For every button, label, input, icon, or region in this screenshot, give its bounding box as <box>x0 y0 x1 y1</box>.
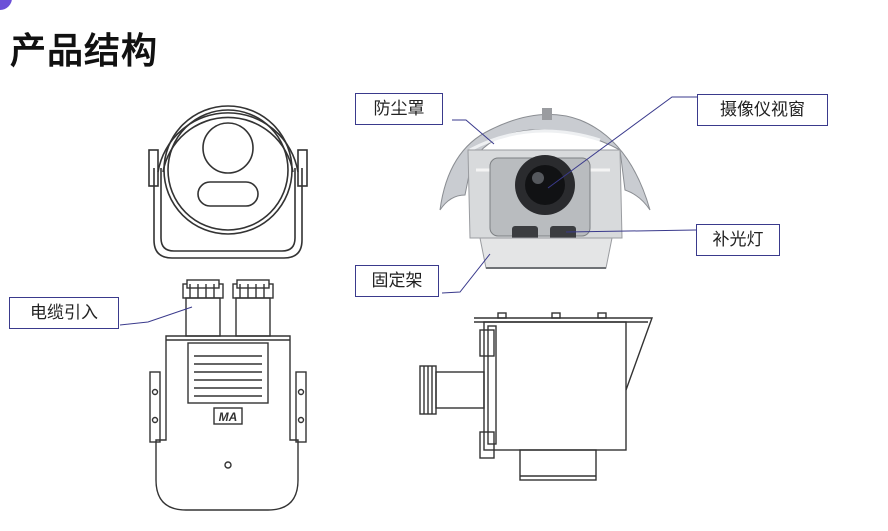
callout-cable-entry: 电缆引入 <box>9 297 119 329</box>
callout-fixed-bracket: 固定架 <box>355 265 439 297</box>
callout-dust-cover: 防尘罩 <box>355 93 443 125</box>
rear-view-drawing <box>149 279 307 511</box>
front-view-drawing <box>148 105 308 259</box>
corner-accent <box>0 0 12 10</box>
callout-camera-window: 摄像仪视窗 <box>697 94 828 126</box>
side-view-drawing <box>419 312 653 481</box>
leader-lines <box>119 96 698 326</box>
camera-photo <box>439 108 651 269</box>
ma-logo: MA <box>213 407 243 425</box>
ma-logo-text: MA <box>219 410 238 424</box>
callout-fill-light: 补光灯 <box>696 224 780 256</box>
page-title: 产品结构 <box>10 31 159 72</box>
